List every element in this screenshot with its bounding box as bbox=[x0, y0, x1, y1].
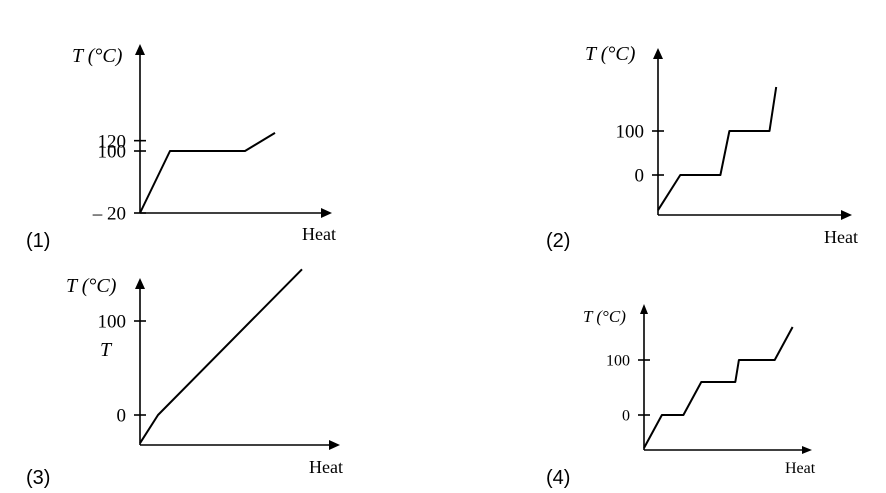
panel-label: (2) bbox=[546, 230, 570, 252]
y-axis-label: T (°C) bbox=[585, 43, 636, 65]
chart-4: T (°C) Heat (4) 100 0 bbox=[546, 304, 816, 489]
y-axis-label: T (°C) bbox=[72, 45, 123, 67]
x-axis-arrow bbox=[329, 440, 340, 450]
y-extra-label: T bbox=[100, 339, 113, 361]
x-axis-label: Heat bbox=[785, 460, 816, 477]
panel-label: (4) bbox=[546, 467, 570, 489]
panel-label: (1) bbox=[26, 230, 50, 252]
y-tick-label: 0 bbox=[622, 408, 630, 425]
x-axis-label: Heat bbox=[824, 227, 858, 247]
y-axis-arrow bbox=[135, 44, 145, 55]
series-line bbox=[139, 132, 276, 214]
y-tick-label: 100 bbox=[606, 353, 630, 370]
x-axis-arrow bbox=[802, 446, 812, 454]
y-tick-label: 100 bbox=[98, 312, 127, 333]
y-tick-label: 120 bbox=[98, 131, 127, 152]
chart-3: T (°C) T Heat (3) 100 0 bbox=[26, 268, 343, 489]
y-axis-label: T (°C) bbox=[66, 275, 117, 297]
x-axis-label: Heat bbox=[309, 457, 343, 477]
y-axis-arrow bbox=[653, 48, 663, 59]
y-tick-label: – 20 bbox=[92, 204, 126, 225]
panel-label: (3) bbox=[26, 467, 50, 489]
series-line bbox=[643, 326, 794, 449]
y-tick-label: 100 bbox=[98, 142, 127, 163]
y-axis-arrow bbox=[135, 278, 145, 289]
y-axis-label: T (°C) bbox=[583, 307, 626, 326]
series-line bbox=[657, 86, 778, 211]
series-line bbox=[139, 268, 303, 444]
y-axis-arrow bbox=[640, 304, 648, 314]
y-tick-label: 100 bbox=[616, 122, 645, 143]
x-axis-arrow bbox=[321, 208, 332, 218]
y-tick-label: 0 bbox=[117, 406, 127, 427]
x-axis-label: Heat bbox=[302, 224, 336, 244]
chart-2: T (°C) Heat (2) 100 0 bbox=[546, 43, 858, 252]
x-axis-arrow bbox=[841, 210, 852, 220]
y-tick-label: 0 bbox=[635, 166, 645, 187]
